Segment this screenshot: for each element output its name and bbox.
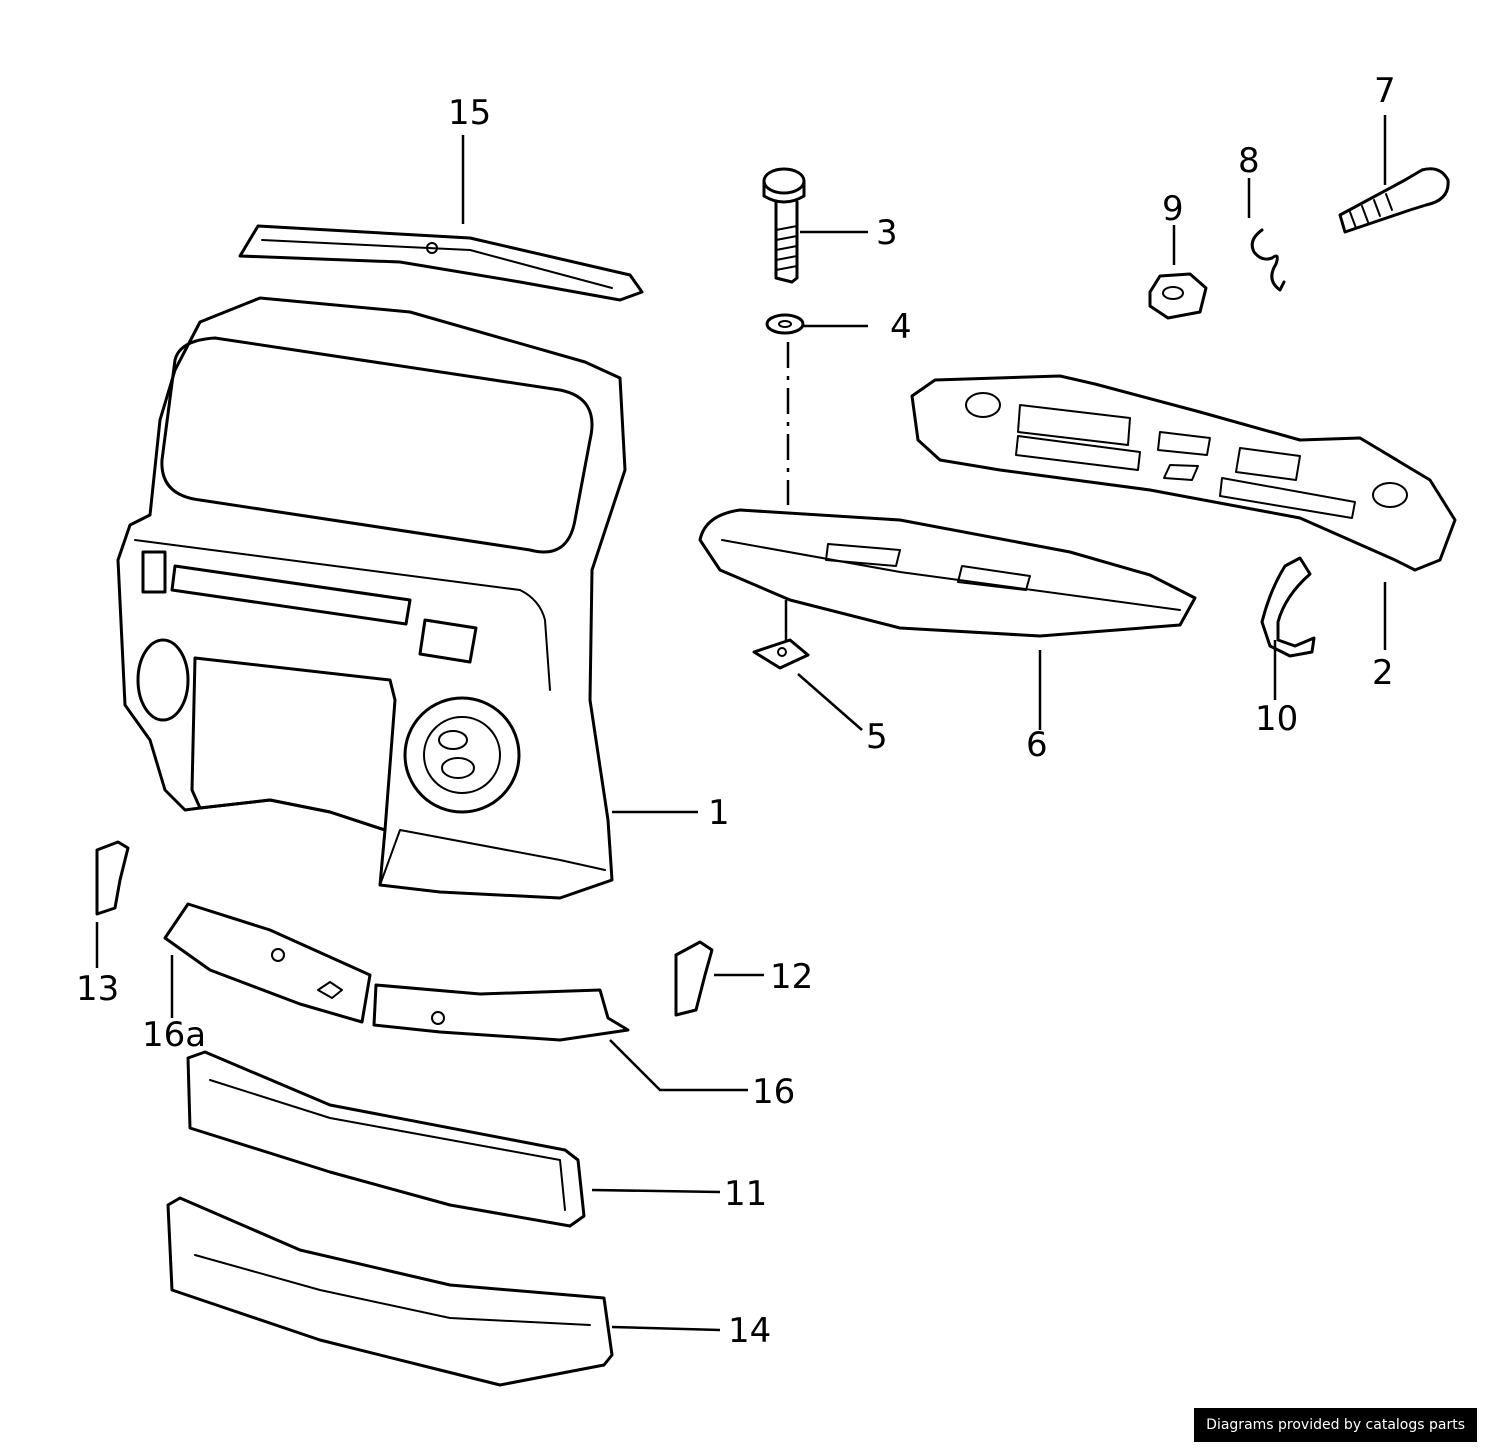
callout-6: 6 bbox=[1026, 725, 1048, 765]
part-8-hook[interactable] bbox=[1250, 228, 1286, 292]
part-14-lower-panel[interactable] bbox=[166, 1196, 614, 1387]
part-6-shelf[interactable] bbox=[698, 508, 1197, 638]
callout-12: 12 bbox=[770, 957, 813, 997]
credit-badge: Diagrams provided by catalogs parts bbox=[1194, 1408, 1477, 1442]
part-10-bracket[interactable] bbox=[1260, 556, 1316, 658]
part-7-bolt[interactable] bbox=[1338, 167, 1450, 234]
leader-11 bbox=[591, 1188, 721, 1194]
leader-5 bbox=[797, 673, 863, 731]
callout-13: 13 bbox=[76, 969, 119, 1009]
part-2-cross-member[interactable] bbox=[910, 374, 1457, 572]
callout-16: 16 bbox=[752, 1072, 795, 1112]
part-3-screw[interactable] bbox=[762, 167, 806, 284]
part-16-panel-right[interactable] bbox=[372, 983, 630, 1042]
part-4-washer[interactable] bbox=[765, 313, 805, 335]
part-1-rear-panel[interactable] bbox=[116, 296, 627, 900]
part-16a-panel-left[interactable] bbox=[163, 902, 372, 1024]
callout-2: 2 bbox=[1372, 653, 1394, 693]
callout-9: 9 bbox=[1162, 189, 1184, 229]
part-15-upper-strip[interactable] bbox=[238, 224, 644, 302]
leader-16 bbox=[609, 1039, 748, 1092]
part-13-bracket[interactable] bbox=[95, 840, 130, 916]
part-11-panel[interactable] bbox=[186, 1050, 586, 1228]
callout-10: 10 bbox=[1255, 699, 1298, 739]
callout-11: 11 bbox=[724, 1174, 767, 1214]
leader-14 bbox=[611, 1325, 721, 1332]
callout-4: 4 bbox=[890, 307, 912, 347]
part-5-clip[interactable] bbox=[752, 638, 810, 670]
callout-7: 7 bbox=[1374, 71, 1396, 111]
callout-5: 5 bbox=[866, 717, 888, 757]
callout-8: 8 bbox=[1238, 141, 1260, 181]
callout-3: 3 bbox=[876, 213, 898, 253]
callout-16a: 16a bbox=[142, 1015, 206, 1055]
part-9-nut[interactable] bbox=[1148, 272, 1208, 320]
callout-15: 15 bbox=[448, 93, 491, 133]
callout-1: 1 bbox=[708, 793, 730, 833]
part-12-bracket[interactable] bbox=[674, 940, 714, 1017]
callout-14: 14 bbox=[728, 1311, 771, 1351]
